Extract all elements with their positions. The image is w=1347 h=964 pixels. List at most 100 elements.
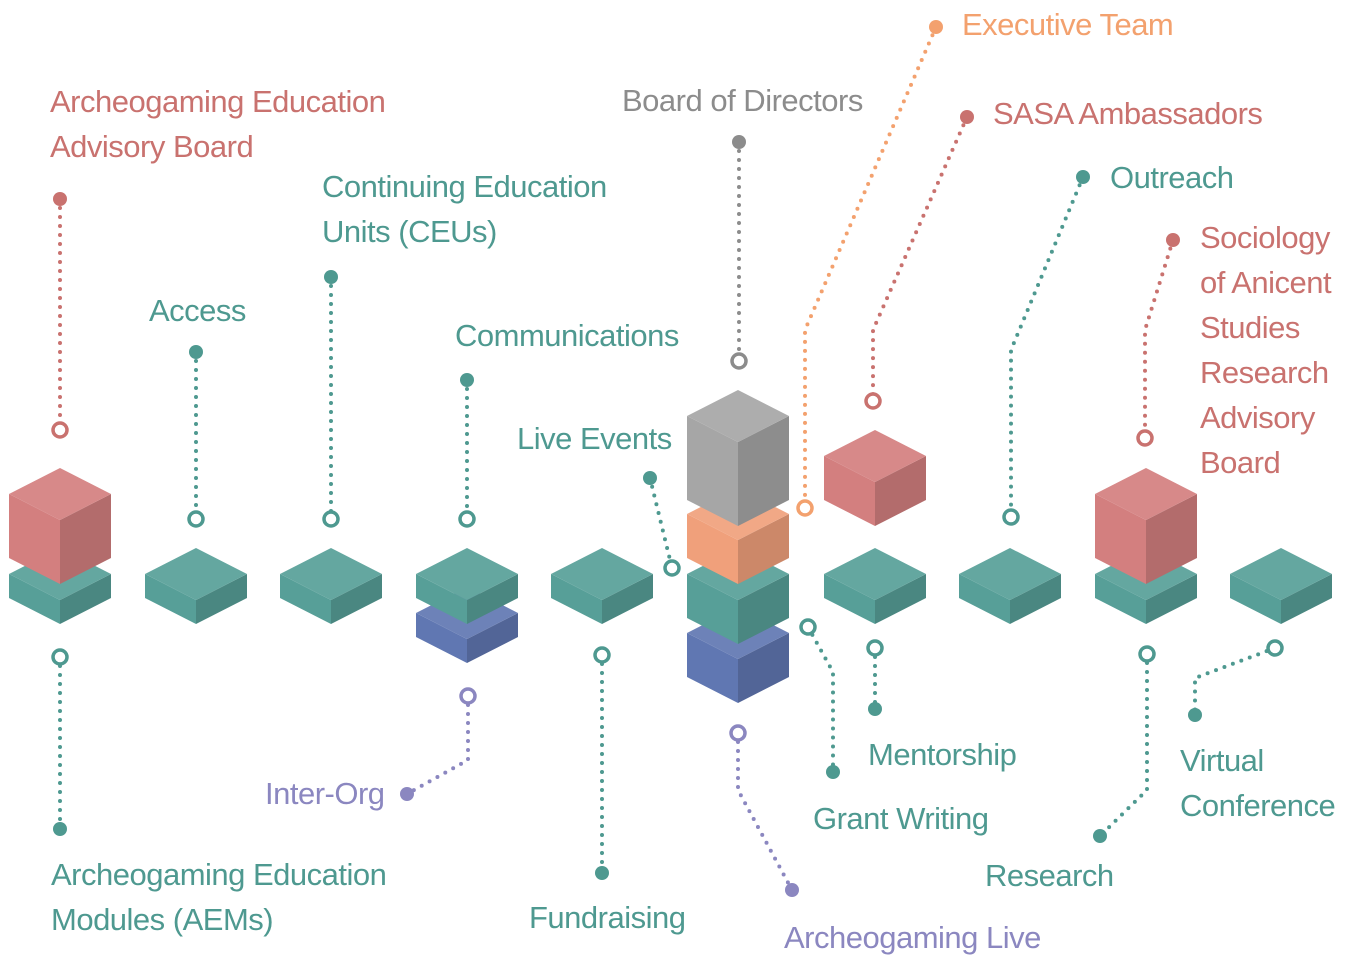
box-right-face (196, 574, 247, 624)
connector-outreach (1009, 175, 1085, 519)
label-line: Communications (455, 318, 679, 353)
dot-inter-org (400, 787, 414, 801)
label-fundraising: Fundraising (529, 895, 686, 940)
connector-research (1098, 652, 1149, 838)
dot-virtual (1188, 708, 1202, 722)
dot-fundraising (595, 866, 609, 880)
label-line: Archeogaming Education (51, 857, 387, 892)
box-left-face (1095, 574, 1146, 624)
ring-grant (799, 618, 817, 636)
box-right-face (602, 574, 653, 624)
label-line: Units (CEUs) (322, 214, 497, 249)
label-line: Advisory (1200, 400, 1315, 435)
ring-ceus (322, 510, 340, 528)
dot-outreach (1076, 170, 1090, 184)
box-sasa-ambassadors (824, 430, 926, 526)
label-outreach: Outreach (1110, 155, 1234, 200)
label-board-of-directors: Board of Directors (622, 78, 863, 123)
box-top-face (1095, 468, 1197, 520)
box-left-face (687, 514, 738, 584)
dot-research (1093, 829, 1107, 843)
label-sasa-ambassadors: SASA Ambassadors (993, 91, 1263, 136)
box-right-face (738, 416, 789, 526)
box-right-face (331, 574, 382, 624)
label-line: Inter-Org (265, 776, 385, 811)
label-line: Archeogaming Live (784, 920, 1041, 955)
dot-sociology (1166, 233, 1180, 247)
ring-research (1138, 645, 1156, 663)
label-mentorship: Mentorship (868, 732, 1017, 777)
ring-virtual (1266, 639, 1284, 657)
label-line: Research (1200, 355, 1329, 390)
box-left-face (280, 574, 331, 624)
box-right-face (1146, 494, 1197, 584)
ring-arch-live (729, 724, 747, 742)
connector-archeogaming-live (736, 731, 794, 892)
dot-executive (929, 20, 943, 34)
box-communications (416, 548, 518, 624)
box-access (145, 548, 247, 624)
box-virtual-conference (1230, 548, 1332, 624)
box-aeab (9, 468, 111, 584)
box-board-of-directors (687, 390, 789, 526)
label-line: Outreach (1110, 160, 1234, 195)
ring-sasa (864, 392, 882, 410)
connector-sasa (871, 115, 969, 403)
box-left-face (687, 574, 738, 644)
box-left-face (824, 574, 875, 624)
ring-mentorship (866, 639, 884, 657)
label-line: Research (985, 858, 1114, 893)
ring-fundraising (593, 646, 611, 664)
label-access: Access (149, 288, 246, 333)
box-top-face (551, 548, 653, 600)
box-right-face (875, 456, 926, 526)
label-line: Modules (AEMs) (51, 902, 274, 937)
box-top-face (1230, 548, 1332, 600)
box-left-face (1095, 494, 1146, 584)
box-ceus (280, 548, 382, 624)
box-top-face (824, 548, 926, 600)
dot-mentorship (868, 702, 882, 716)
ring-communications (458, 510, 476, 528)
box-right-face (60, 494, 111, 584)
connector-virtual-conference (1193, 646, 1277, 717)
box-left-face (687, 416, 738, 526)
box-right-face (875, 574, 926, 624)
label-communications: Communications (455, 313, 679, 358)
label-line: Studies (1200, 310, 1300, 345)
box-top-face (687, 390, 789, 442)
ring-outreach (1002, 508, 1020, 526)
dot-sasa (960, 110, 974, 124)
ring-board (730, 352, 748, 370)
box-right-face (60, 574, 111, 624)
label-archeogaming-live: Archeogaming Live (784, 915, 1041, 960)
box-outreach (959, 548, 1061, 624)
box-right-face (467, 613, 518, 663)
box-right-face (1281, 574, 1332, 624)
box-top-face (416, 548, 518, 600)
dot-aeab (53, 192, 67, 206)
box-right-face (738, 514, 789, 584)
label-line: Grant Writing (813, 801, 989, 836)
label-executive-team: Executive Team (962, 2, 1174, 47)
box-top-face (9, 468, 111, 520)
box-left-face (9, 494, 60, 584)
connector-sociology-board (1143, 238, 1175, 440)
dot-access (189, 345, 203, 359)
box-right-face (738, 574, 789, 644)
label-line: Continuing Education (322, 169, 607, 204)
label-live-events: Live Events (517, 416, 672, 461)
dot-grant (826, 765, 840, 779)
box-top-face (959, 548, 1061, 600)
ring-executive (796, 499, 814, 517)
label-line: Sociology (1200, 220, 1330, 255)
dot-ceus (324, 270, 338, 284)
ring-live-events (663, 559, 681, 577)
label-line: Access (149, 293, 246, 328)
label-line: Board of Directors (622, 83, 863, 118)
box-top-face (145, 548, 247, 600)
